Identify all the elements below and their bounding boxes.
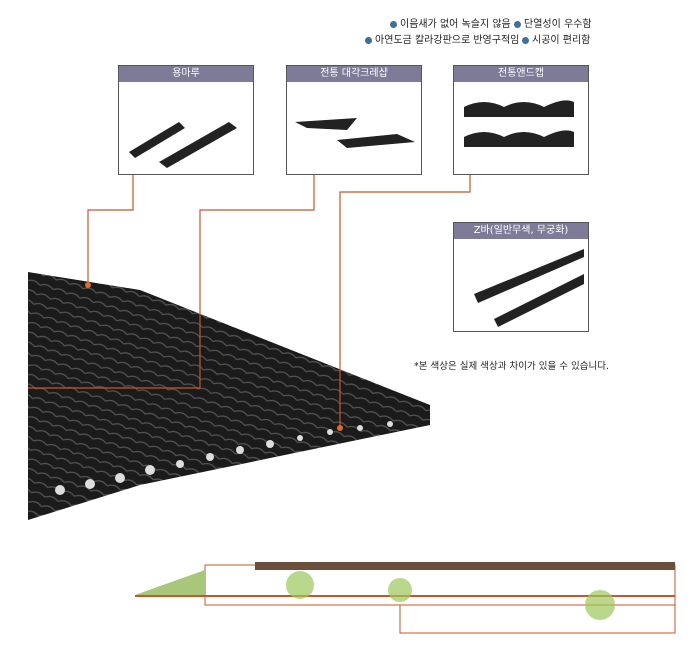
- feature-text: 이음새가 없어 녹슬지 않음: [400, 19, 511, 30]
- feature-text: 아연도금 칼라강판으로 반영구적임: [375, 35, 520, 46]
- panel-endcap: 전통앤드캡: [453, 65, 589, 175]
- feature-item: 시공이 편리함: [522, 31, 590, 46]
- panel-zbar: Z바(일반무색, 무궁화): [453, 222, 589, 332]
- roof-end-caps: [55, 421, 393, 495]
- feature-item: 단열성이 우수함: [514, 15, 592, 30]
- panel-crest: 전통 대각크레샵: [286, 65, 422, 175]
- leader-dot: [85, 282, 91, 288]
- endcap-image: [454, 82, 588, 174]
- panel-title: Z바(일반무색, 무궁화): [454, 223, 588, 239]
- bullet-icon: [514, 20, 521, 28]
- panel-title: 용마루: [119, 66, 253, 82]
- roof: [28, 272, 430, 520]
- bullet-icon: [522, 36, 529, 44]
- ridge-image: [119, 82, 253, 174]
- panel-ridge: 용마루: [118, 65, 254, 175]
- crest-image: [287, 82, 421, 174]
- feature-item: 이음새가 없어 녹슬지 않음: [390, 15, 511, 30]
- feature-item: 아연도금 칼라강판으로 반영구적임: [365, 31, 519, 46]
- color-disclaimer: *본 색상은 실제 색상과 차이가 있을 수 있습니다.: [414, 361, 609, 372]
- building-section: [135, 562, 676, 634]
- bullet-icon: [365, 36, 372, 44]
- panel-title: 전통 대각크레샵: [287, 66, 421, 82]
- feature-text: 시공이 편리함: [532, 35, 591, 46]
- feature-text: 단열성이 우수함: [524, 19, 592, 30]
- leader-lines: [28, 175, 471, 428]
- panel-title: 전통앤드캡: [454, 66, 588, 82]
- bullet-icon: [390, 20, 397, 28]
- zbar-image: [454, 239, 588, 331]
- leader-dot: [337, 425, 343, 431]
